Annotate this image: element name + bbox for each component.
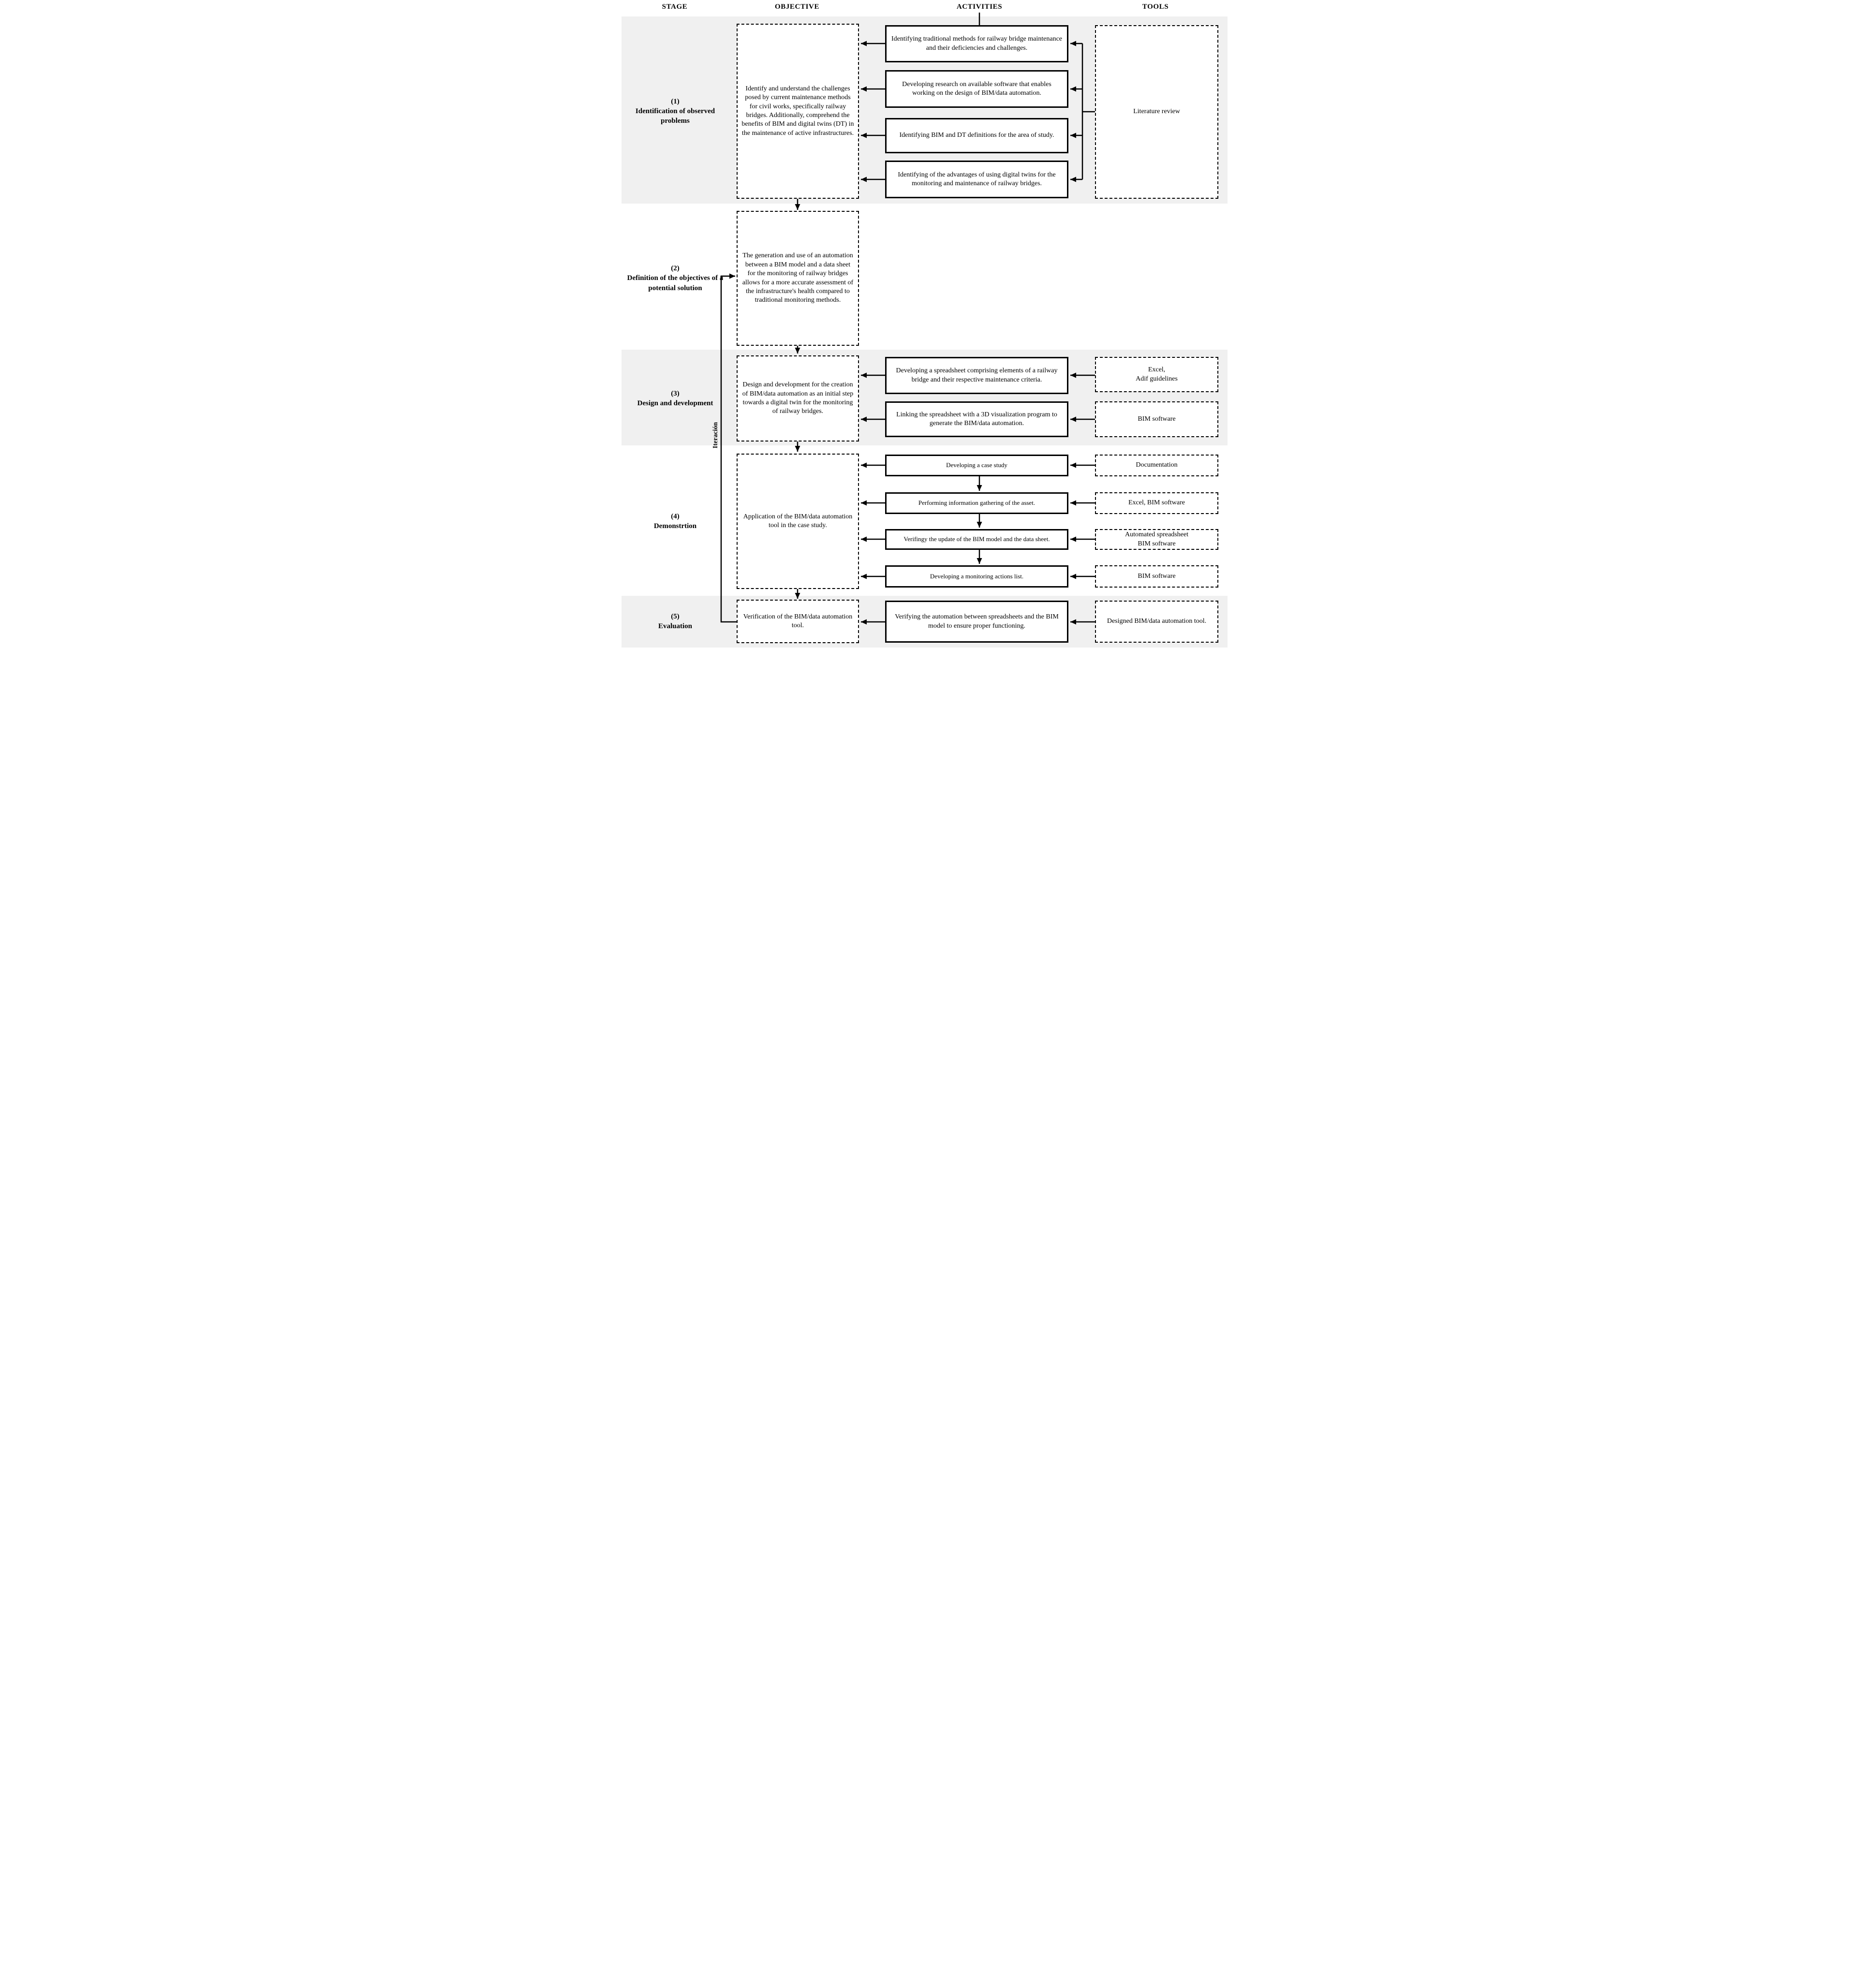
stage4-activity-4-text: Developing a monitoring actions list. (930, 572, 1024, 580)
stage5-activity-1-text: Verifying the automation between spreads… (895, 613, 1059, 630)
stage4-tool-1-text: Documentation (1136, 461, 1178, 469)
stage-3-label: (3) Design and development (622, 355, 729, 442)
iteration-label: Iteración (712, 422, 719, 449)
stage3-tool-1-text: Excel, Adif guidelines (1136, 366, 1178, 383)
stage3-activity-2-box: Linking the spreadsheet with a 3D visual… (885, 401, 1068, 437)
objective-4-text: Application of the BIM/data automation t… (743, 513, 853, 529)
stage4-activity-3-text: Verifingy the update of the BIM model an… (903, 535, 1050, 543)
column-header-activities: ACTIVITIES (956, 3, 1003, 11)
stage4-tool-2-text: Excel, BIM software (1128, 499, 1185, 507)
stage1-activity-4-text: Identifying of the advantages of using d… (898, 171, 1056, 187)
stage5-tool-1-box: Designed BIM/data automation tool. (1095, 601, 1218, 643)
stage-5-number: (5) (671, 612, 680, 620)
stage3-tool-1-box: Excel, Adif guidelines (1095, 357, 1218, 392)
stage1-activity-1-box: Identifying traditional methods for rail… (885, 25, 1068, 62)
stage-4-number: (4) (671, 512, 680, 520)
objective-3-box: Design and development for the creation … (737, 355, 859, 442)
objective-3-text: Design and development for the creation … (742, 381, 854, 415)
stage4-tool-4-box: BIM software (1095, 565, 1218, 588)
stage-4-label: (4) Demonstrtion (622, 454, 729, 589)
stage3-activity-1-box: Developing a spreadsheet comprising elem… (885, 357, 1068, 394)
stage1-activity-1-text: Identifying traditional methods for rail… (891, 35, 1062, 52)
stage-3-number: (3) (671, 389, 680, 398)
stage-1-label: (1) Identification of observed problems (622, 24, 729, 199)
stage1-activity-3-text: Identifying BIM and DT definitions for t… (899, 132, 1054, 139)
objective-2-box: The generation and use of an automation … (737, 211, 859, 346)
stage-1-number: (1) (671, 97, 680, 105)
stage1-tool-1-text: Literature review (1133, 108, 1180, 116)
stage4-tool-2-box: Excel, BIM software (1095, 492, 1218, 514)
objective-2-text: The generation and use of an automation … (742, 252, 854, 304)
stage5-tool-1-text: Designed BIM/data automation tool. (1107, 618, 1207, 625)
stage3-activity-1-text: Developing a spreadsheet comprising elem… (896, 367, 1058, 383)
stage4-tool-3-text: Automated spreadsheet BIM software (1125, 531, 1188, 547)
objective-5-box: Verification of the BIM/data automation … (737, 600, 859, 643)
stage1-tool-1-box: Literature review (1095, 25, 1218, 199)
stage1-activity-3-box: Identifying BIM and DT definitions for t… (885, 118, 1068, 153)
stage1-activity-2-text: Developing research on available softwar… (902, 80, 1051, 97)
stage4-activity-2-text: Performing information gathering of the … (918, 499, 1036, 507)
stage4-activity-4-box: Developing a monitoring actions list. (885, 565, 1068, 588)
stage4-arrows (861, 462, 1095, 579)
stage-5-label: (5) Evaluation (622, 600, 729, 643)
stage5-activity-1-box: Verifying the automation between spreads… (885, 601, 1068, 643)
stage3-tool-2-text: BIM software (1138, 415, 1176, 423)
stage-2-number: (2) (671, 265, 680, 273)
stage-3-name: Design and development (637, 399, 713, 407)
stage-2-label: (2) Definition of the objectives of a po… (622, 211, 729, 346)
stage4-activity-3-box: Verifingy the update of the BIM model an… (885, 529, 1068, 550)
column-header-objective: OBJECTIVE (774, 3, 820, 11)
stage-4-name: Demonstrtion (653, 522, 697, 530)
column-header-stage: STAGE (662, 3, 688, 11)
objective-5-text: Verification of the BIM/data automation … (743, 613, 853, 629)
stage4-activity-1-box: Developing a case study (885, 455, 1068, 476)
stage1-activity-2-box: Developing research on available softwar… (885, 70, 1068, 108)
stage1-activity-4-box: Identifying of the advantages of using d… (885, 161, 1068, 198)
methodology-diagram: STAGE OBJECTIVE ACTIVITIES TOOLS (1) Ide… (617, 0, 1233, 663)
objective-4-box: Application of the BIM/data automation t… (737, 454, 859, 589)
stage-5-name: Evaluation (658, 622, 693, 630)
stage4-tool-4-text: BIM software (1138, 572, 1176, 580)
stage4-activity-2-box: Performing information gathering of the … (885, 492, 1068, 514)
stage4-tool-3-box: Automated spreadsheet BIM software (1095, 529, 1218, 550)
objective-1-text: Identify and understand the challenges p… (741, 85, 854, 137)
objective-1-box: Identify and understand the challenges p… (737, 24, 859, 199)
stage3-activity-2-text: Linking the spreadsheet with a 3D visual… (896, 411, 1057, 427)
stage4-activity-1-text: Developing a case study (946, 461, 1007, 469)
stage-1-name: Identification of observed problems (635, 107, 715, 125)
stage-2-name: Definition of the objectives of a potent… (627, 274, 724, 292)
stage4-tool-1-box: Documentation (1095, 455, 1218, 476)
column-header-tools: TOOLS (1142, 3, 1169, 11)
stage3-tool-2-box: BIM software (1095, 401, 1218, 437)
